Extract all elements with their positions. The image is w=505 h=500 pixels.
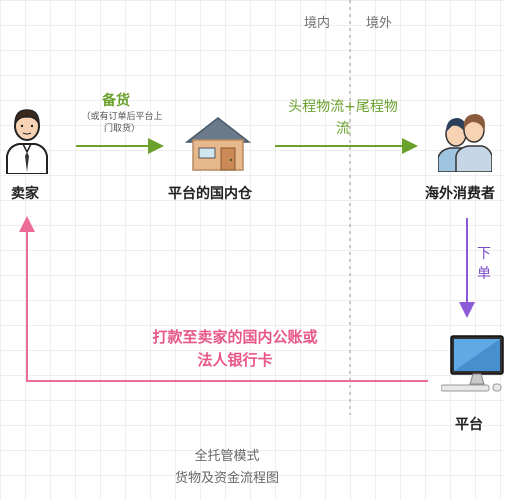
logistics-label-line2: 流 — [336, 121, 350, 137]
payment-label-line1: 打款至卖家的国内公账或 — [152, 328, 318, 346]
stock-note-line2: 门取货） — [103, 124, 140, 134]
region-domestic-label: 境内 — [304, 16, 331, 31]
order-label: 下 单 — [477, 244, 493, 284]
house-icon — [185, 116, 251, 171]
payment-label: 打款至卖家的国内公账或 法人银行卡 — [120, 326, 350, 372]
payment-label-line2: 法人银行卡 — [197, 351, 273, 369]
warehouse-label: 平台的国内仓 — [168, 186, 252, 202]
desktop-computer-icon — [441, 334, 505, 394]
region-overseas-label: 境外 — [366, 16, 393, 31]
platform-label: 平台 — [455, 417, 483, 433]
stock-note: （或有订单后平台上 门取货） — [70, 111, 174, 135]
order-label-char1: 下 — [477, 246, 491, 262]
consumers-icon — [438, 110, 492, 172]
caption-line2: 货物及资金流程图 — [174, 471, 279, 486]
payment-arrow — [19, 216, 428, 382]
logistics-label: 头程物流+尾程物 流 — [278, 96, 408, 140]
stock-label: 备货 — [102, 93, 130, 109]
stock-note-line1: （或有订单后平台上 — [81, 112, 163, 122]
caption-line1: 全托管模式 — [194, 449, 260, 464]
businessman-icon — [5, 104, 49, 174]
logistics-label-line1: 头程物流+尾程物 — [288, 99, 398, 115]
order-label-char2: 单 — [477, 266, 491, 282]
seller-label: 卖家 — [11, 186, 39, 202]
diagram-caption: 全托管模式 货物及资金流程图 — [152, 446, 302, 490]
consumer-label: 海外消费者 — [425, 186, 495, 202]
